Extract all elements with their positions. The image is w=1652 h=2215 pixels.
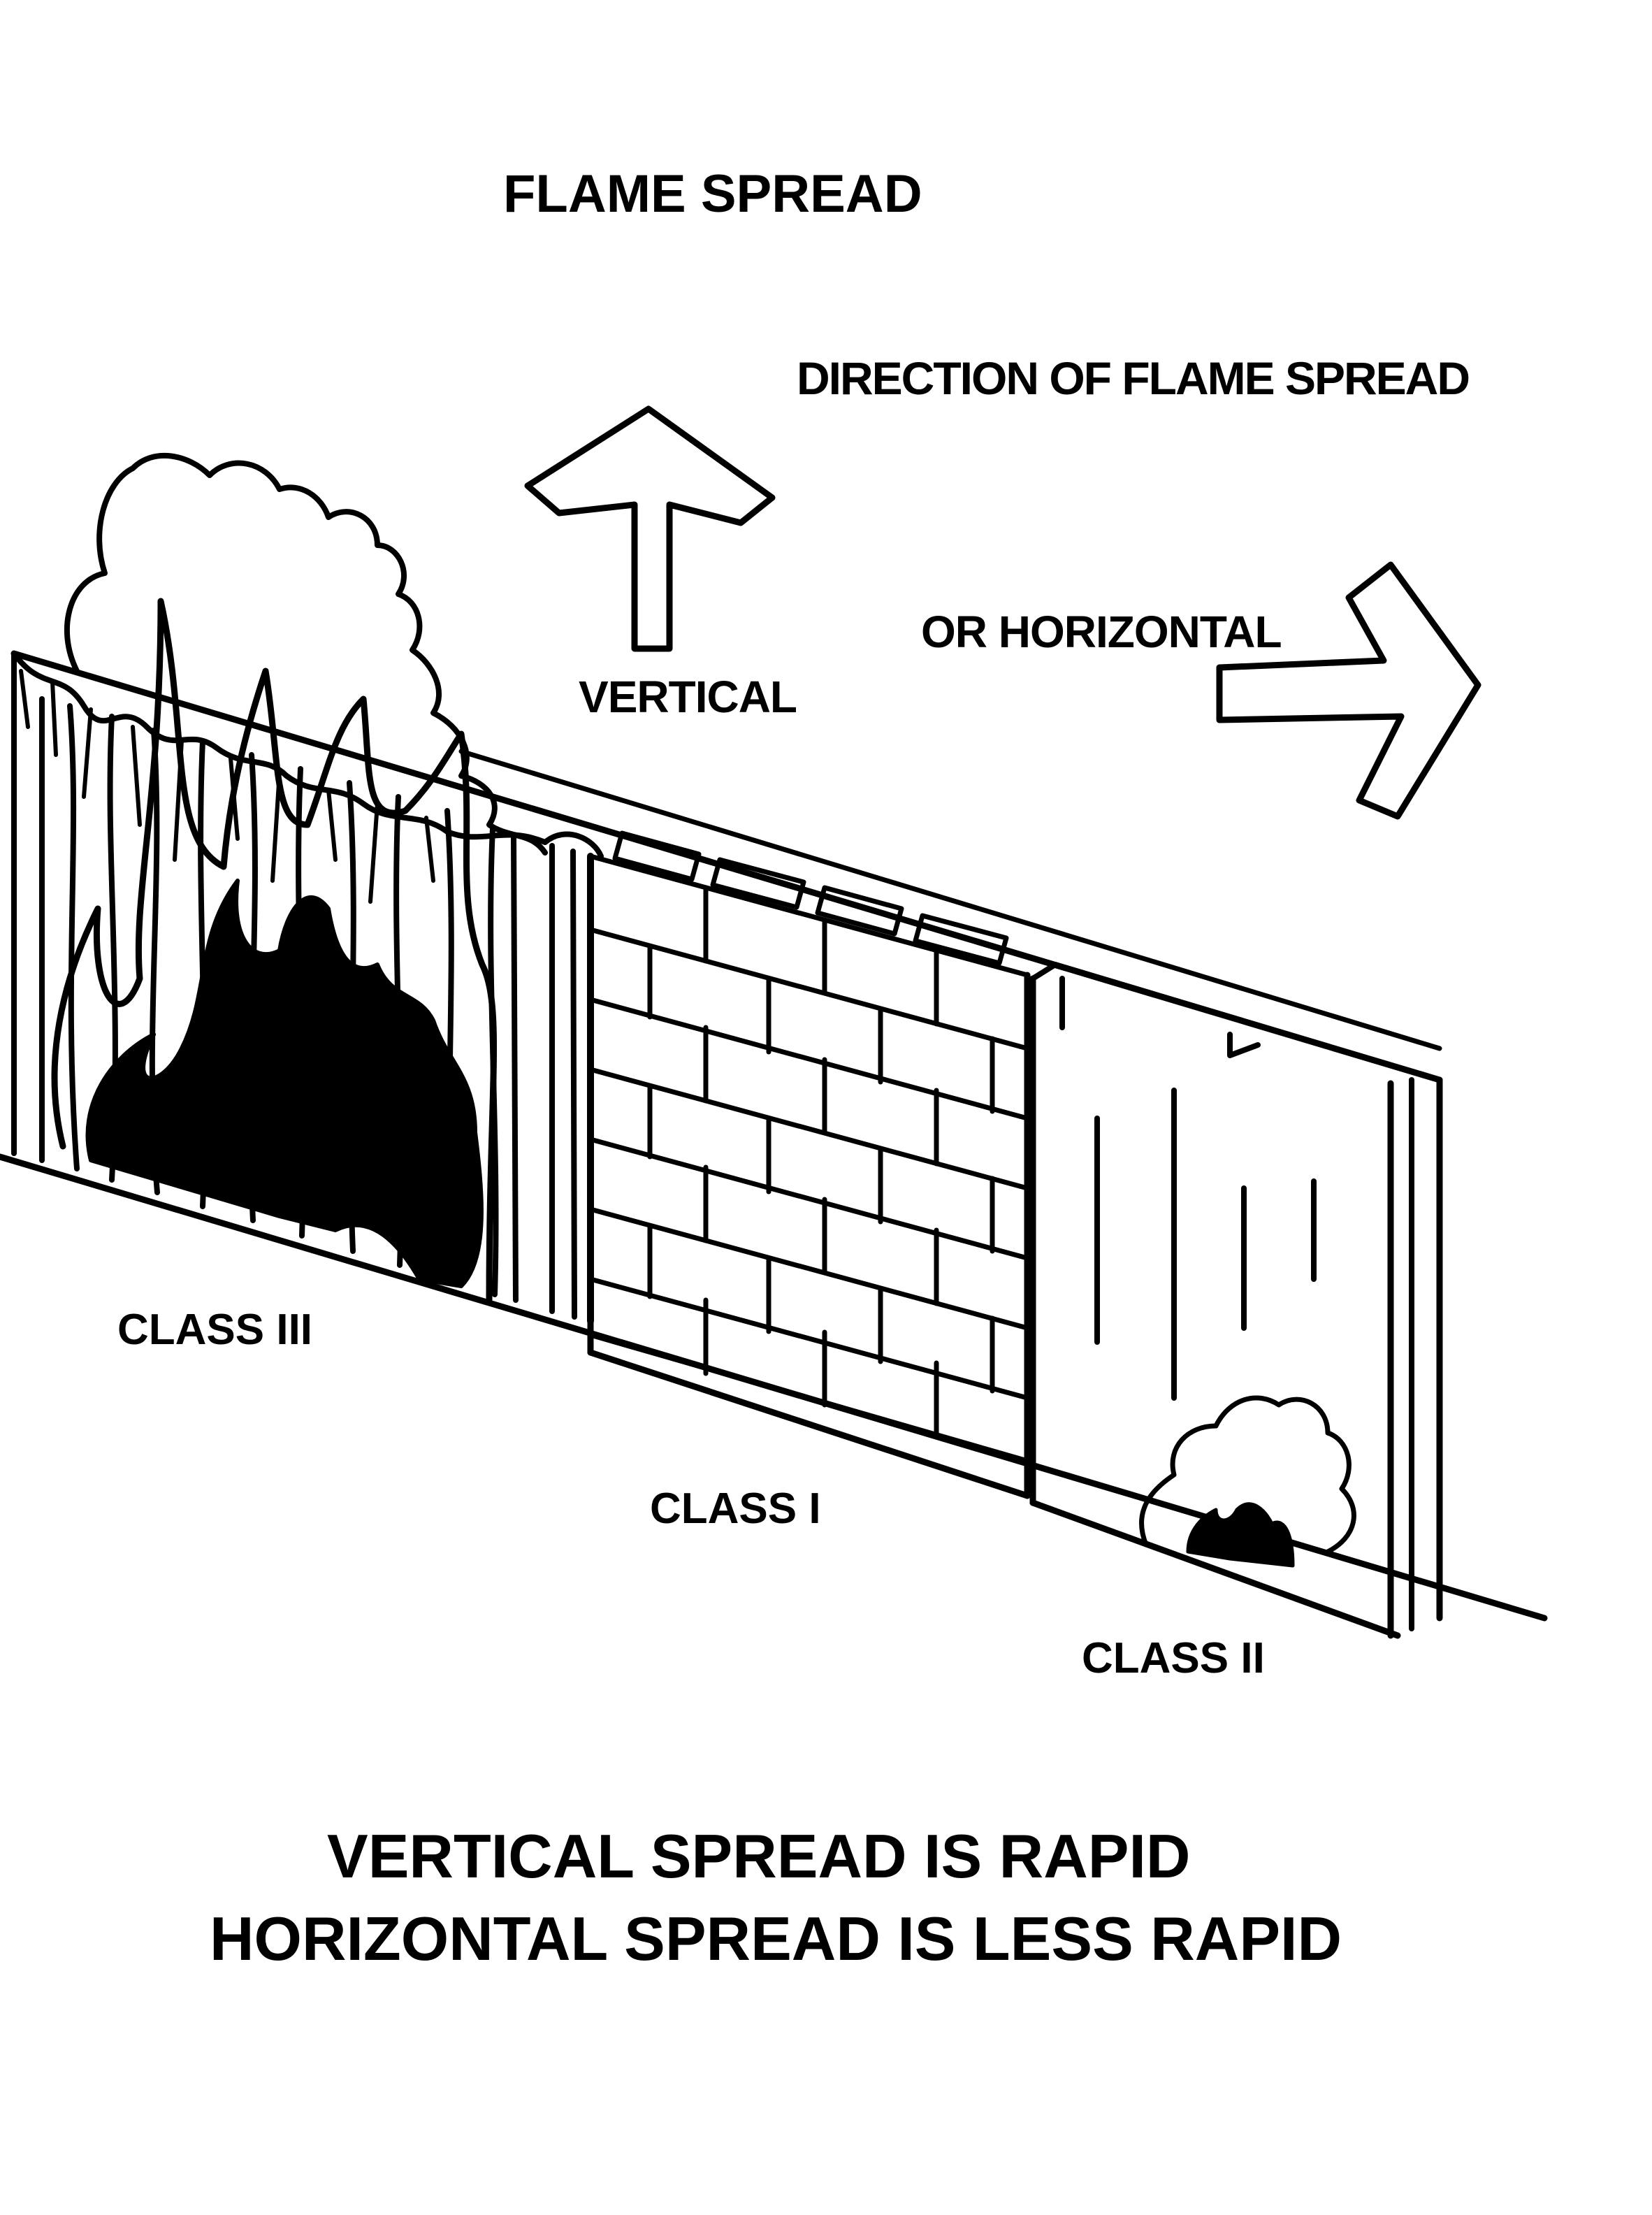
class-1-label: CLASS I	[650, 1485, 821, 1533]
class-3-label: CLASS III	[117, 1306, 313, 1354]
small-smoke	[1139, 1395, 1356, 1554]
flame-outline	[51, 598, 498, 1304]
smoke-cloud	[64, 452, 548, 856]
class-2-panel-wall	[1029, 962, 1443, 1639]
small-flame	[1186, 1502, 1295, 1568]
flame-core	[85, 879, 484, 1288]
caption-line-1: VERTICAL SPREAD IS RAPID	[327, 1821, 1191, 1891]
horizontal-arrow-icon	[1216, 561, 1481, 820]
diagram-title: FLAME SPREAD	[503, 164, 922, 224]
caption-line-2: HORIZONTAL SPREAD IS LESS RAPID	[210, 1904, 1342, 1973]
direction-label: DIRECTION OF FLAME SPREAD	[797, 352, 1470, 404]
vertical-label: VERTICAL	[579, 672, 797, 722]
wall-top-back-edge	[458, 749, 1442, 1051]
class-2-label: CLASS II	[1082, 1634, 1265, 1682]
class-1-block-wall	[587, 830, 1031, 1499]
vertical-arrow-icon	[524, 405, 776, 652]
horizontal-label: OR HORIZONTAL	[921, 607, 1282, 657]
